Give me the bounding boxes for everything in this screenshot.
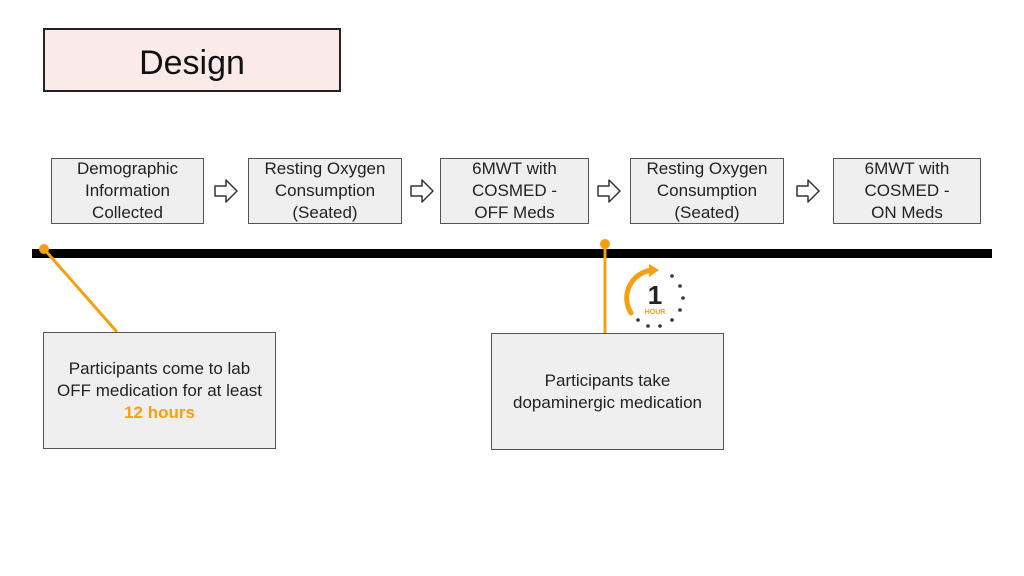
- left-marker-dot: [39, 244, 49, 254]
- left-connector-line: [42, 248, 119, 333]
- note-off-medication-text: Participants come to lab OFF medication …: [56, 358, 263, 422]
- right-arrow-icon: [214, 179, 238, 203]
- note-take-medication: Participants take dopaminergic medicatio…: [491, 333, 724, 450]
- note-off-medication: Participants come to lab OFF medication …: [43, 332, 276, 449]
- right-arrow-icon: [796, 179, 820, 203]
- right-arrow-icon: [410, 179, 434, 203]
- step-6mwt-on-meds: 6MWT with COSMED - ON Meds: [833, 158, 981, 224]
- title-box: Design: [43, 28, 341, 92]
- step-resting-oxygen-2: Resting Oxygen Consumption (Seated): [630, 158, 784, 224]
- step-demographic-information: Demographic Information Collected: [51, 158, 204, 224]
- page-title: Design: [139, 44, 245, 82]
- step-resting-oxygen-1: Resting Oxygen Consumption (Seated): [248, 158, 402, 224]
- note-take-medication-text: Participants take dopaminergic medicatio…: [513, 370, 702, 412]
- right-marker-dot: [600, 239, 610, 249]
- clock-unit: HOUR: [645, 309, 666, 316]
- step-6mwt-off-meds: 6MWT with COSMED - OFF Meds: [440, 158, 589, 224]
- timeline: [32, 249, 992, 258]
- right-arrow-icon: [597, 179, 621, 203]
- highlight-12-hours: 12 hours: [124, 402, 195, 422]
- clock-number: 1: [648, 280, 662, 310]
